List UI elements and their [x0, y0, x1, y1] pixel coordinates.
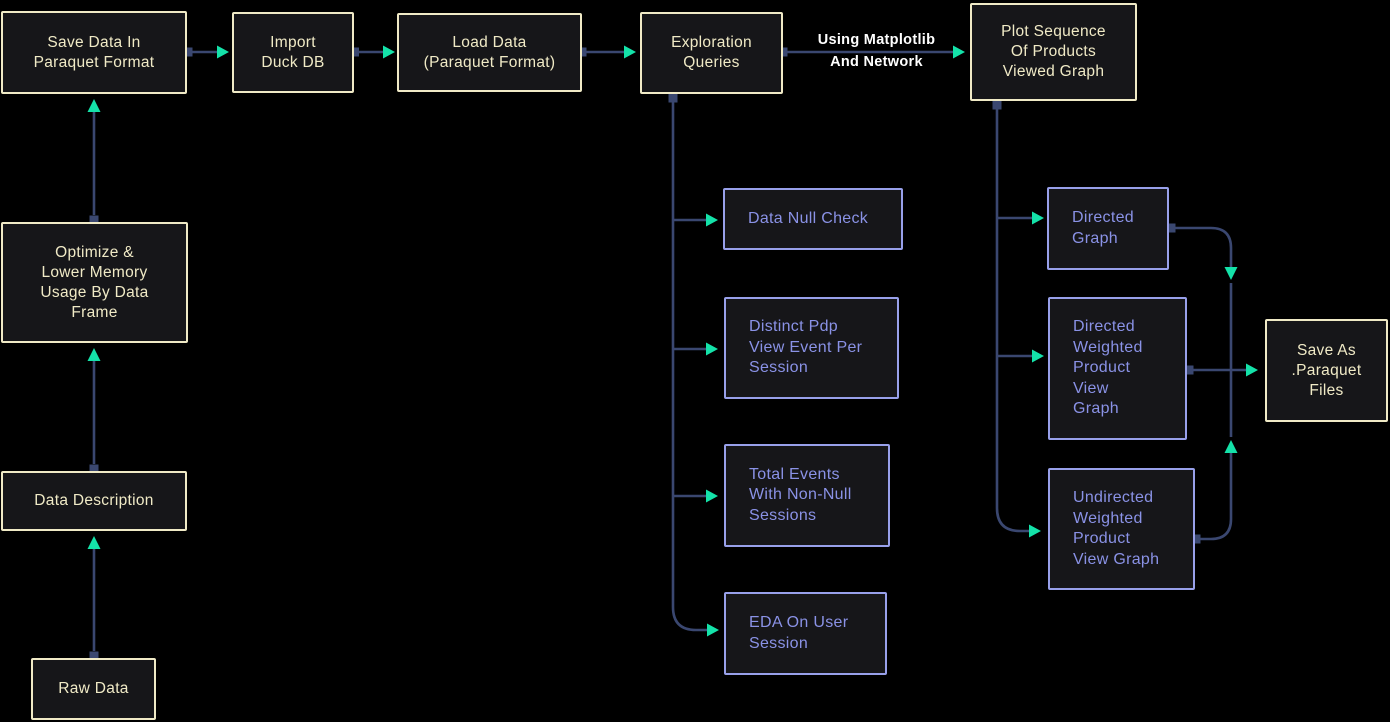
- node-save-data-in-paraquet-format[interactable]: Save Data In Paraquet Format: [1, 11, 187, 94]
- node-import-duck-db[interactable]: Import Duck DB: [232, 12, 354, 93]
- node-label: Plot Sequence Of Products Viewed Graph: [1001, 23, 1106, 80]
- edge-to-data-null-check: [673, 213, 718, 227]
- edge-optimize-to-save-data: [87, 99, 101, 225]
- edge-import-duck-db-to-load-data: [350, 45, 395, 59]
- node-label: Exploration Queries: [671, 34, 752, 71]
- node-load-data-paraquet-format[interactable]: Load Data (Paraquet Format): [397, 13, 582, 92]
- edge-load-data-to-exploration-queries: [577, 45, 636, 59]
- edge-raw-data-to-data-description: [87, 536, 101, 661]
- node-total-events-with-non-null-sessions[interactable]: Total Events With Non-Null Sessions: [724, 444, 890, 547]
- node-undirected-weighted-product-view-graph[interactable]: Undirected Weighted Product View Graph: [1048, 468, 1195, 590]
- node-label: Undirected Weighted Product View Graph: [1073, 489, 1160, 568]
- node-label: Import Duck DB: [261, 33, 325, 71]
- edge-label-using-matplotlib-and-network: Using Matplotlib And Network: [817, 32, 936, 70]
- node-label: Optimize & Lower Memory Usage By Data Fr…: [40, 243, 149, 321]
- edge-directed-weighted-to-save-as: [1184, 363, 1258, 377]
- edge-to-distinct-pdp: [673, 342, 718, 356]
- edge-data-description-to-optimize: [87, 348, 101, 474]
- node-label: Save As .Paraquet Files: [1291, 341, 1362, 399]
- node-label: Save Data In Paraquet Format: [33, 33, 155, 71]
- node-distinct-pdp-view-event-per-session[interactable]: Distinct Pdp View Event Per Session: [724, 297, 899, 399]
- node-plot-sequence-of-products-viewed-graph[interactable]: Plot Sequence Of Products Viewed Graph: [970, 3, 1137, 101]
- node-exploration-queries[interactable]: Exploration Queries: [640, 12, 783, 94]
- edge-undirected-weighted-to-merge: [1191, 440, 1238, 544]
- node-label: Raw Data: [58, 680, 129, 697]
- node-directed-graph[interactable]: Directed Graph: [1047, 187, 1169, 270]
- edge-to-total-events: [673, 489, 718, 503]
- node-label: Data Description: [34, 492, 154, 509]
- node-label: Directed Graph: [1072, 209, 1134, 247]
- node-save-as-paraquet-files[interactable]: Save As .Paraquet Files: [1265, 319, 1388, 422]
- node-label: Total Events With Non-Null Sessions: [749, 465, 852, 524]
- node-data-null-check[interactable]: Data Null Check: [723, 188, 903, 250]
- node-raw-data[interactable]: Raw Data: [31, 658, 156, 720]
- node-data-description[interactable]: Data Description: [1, 471, 187, 531]
- node-label: Data Null Check: [748, 209, 869, 227]
- edge-to-directed-weighted: [997, 349, 1044, 363]
- edge-plot-sequence-trunk: [992, 100, 1041, 538]
- node-directed-weighted-product-view-graph[interactable]: Directed Weighted Product View Graph: [1048, 297, 1187, 440]
- node-label: Load Data (Paraquet Format): [423, 33, 556, 71]
- node-label: Distinct Pdp View Event Per Session: [749, 318, 863, 377]
- node-optimize-lower-memory-usage[interactable]: Optimize & Lower Memory Usage By Data Fr…: [1, 222, 188, 343]
- edge-directed-graph-to-merge: [1166, 223, 1238, 280]
- node-label: EDA On User Session: [749, 614, 849, 652]
- edge-exploration-trunk: [668, 93, 719, 637]
- edge-to-directed-graph: [997, 211, 1044, 225]
- node-eda-on-user-session[interactable]: EDA On User Session: [724, 592, 887, 675]
- node-label: Directed Weighted Product View Graph: [1073, 318, 1143, 418]
- edge-save-data-to-import-duck-db: [183, 45, 229, 59]
